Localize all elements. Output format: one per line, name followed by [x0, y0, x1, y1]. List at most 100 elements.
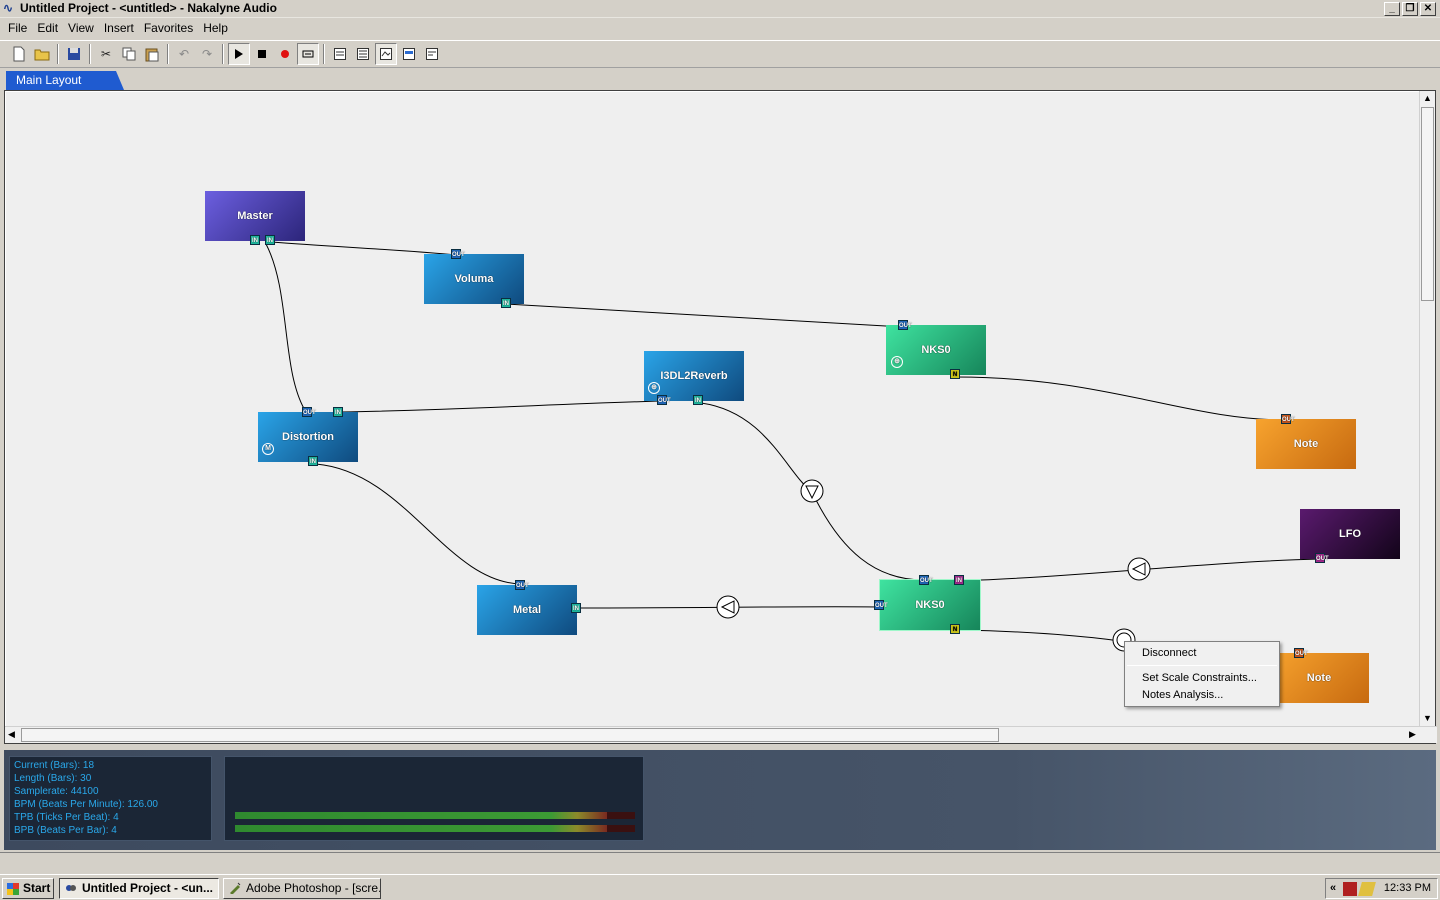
info-bpb: BPB (Beats Per Bar): 4 [14, 825, 117, 836]
view5-icon[interactable] [421, 43, 443, 65]
node-note-top[interactable]: Note OUT [1256, 414, 1356, 469]
out-port-icon[interactable]: OUT [657, 395, 671, 405]
view3-icon[interactable] [375, 43, 397, 65]
node-nks0-top[interactable]: NKS0 OUT ⊕ N [886, 320, 986, 379]
info-length: Length (Bars): 30 [14, 773, 92, 784]
record-icon[interactable] [274, 43, 296, 65]
scroll-thumb[interactable] [21, 728, 999, 742]
note-port-icon[interactable]: N [950, 369, 960, 379]
out-port-icon[interactable]: OUT [451, 249, 465, 259]
out-port-icon[interactable]: OUT [898, 320, 912, 330]
scroll-left-icon[interactable]: ◀ [8, 729, 15, 739]
out-port-icon[interactable]: OUT [874, 600, 888, 610]
wire-master-voluma[interactable] [270, 241, 457, 256]
new-file-icon[interactable] [8, 43, 30, 65]
scroll-right-icon[interactable]: ▶ [1409, 729, 1416, 739]
tab-main-layout[interactable]: Main Layout [6, 71, 124, 90]
minimize-button[interactable]: _ [1384, 2, 1400, 16]
node-voluma[interactable]: Voluma OUT IN [424, 249, 524, 308]
tray-network-icon[interactable] [1358, 882, 1376, 896]
open-folder-icon[interactable] [31, 43, 53, 65]
wire-nks0-note[interactable] [955, 376, 1287, 421]
context-menu: Disconnect Set Scale Constraints... Note… [1124, 641, 1280, 707]
in-port-icon[interactable]: IN [250, 235, 260, 245]
out-port-icon[interactable]: OUT [302, 407, 316, 417]
loop-icon[interactable] [297, 43, 319, 65]
out-port-icon[interactable]: OUT [515, 580, 529, 590]
stop-icon[interactable] [251, 43, 273, 65]
node-label: Metal [512, 604, 542, 616]
info-bpm: BPM (Beats Per Minute): 126.00 [14, 799, 158, 810]
in-port-icon[interactable]: IN [501, 298, 511, 308]
in-port-icon[interactable]: IN [333, 407, 343, 417]
wire-voluma-nks0[interactable] [505, 303, 904, 328]
app-logo-icon: ∿ [3, 1, 14, 15]
clock: 12:33 PM [1383, 882, 1431, 894]
toolbar-separator [323, 44, 325, 64]
wire-master-distortion[interactable] [265, 243, 307, 413]
wire-distortion-reverb[interactable] [340, 400, 662, 413]
cut-icon[interactable]: ✂ [100, 47, 112, 61]
close-button[interactable]: ✕ [1420, 2, 1436, 16]
node-metal[interactable]: Metal OUT IN [477, 580, 581, 635]
tray-app-icon[interactable] [1343, 882, 1357, 896]
wire-distortion-metal[interactable] [315, 463, 522, 585]
menu-edit[interactable]: Edit [37, 21, 59, 35]
taskbar-item-nakalyne[interactable]: Untitled Project - <un... [59, 878, 219, 899]
menu-item-disconnect[interactable]: Disconnect [1142, 647, 1197, 659]
tray-expand-icon[interactable]: « [1330, 882, 1337, 894]
in-port-icon[interactable]: IN [265, 235, 275, 245]
wire-handle-icon[interactable] [1127, 557, 1151, 581]
out-port-icon[interactable]: OUT [1281, 414, 1295, 424]
scroll-down-icon[interactable]: ▼ [1423, 713, 1432, 723]
taskbar: Start Untitled Project - <un... Adobe Ph… [0, 874, 1440, 900]
vertical-scrollbar[interactable]: ▲ ▼ [1419, 91, 1435, 727]
in-port-icon[interactable]: IN [308, 456, 318, 466]
in-port-icon[interactable]: IN [954, 575, 964, 585]
level-meter-fill [235, 812, 607, 819]
view2-icon[interactable] [352, 43, 374, 65]
toolbar-separator [167, 44, 169, 64]
paste-icon[interactable] [141, 43, 163, 65]
level-meter-fill [235, 825, 607, 832]
wire-nks0-note2[interactable] [960, 629, 1125, 643]
menu-favorites[interactable]: Favorites [143, 21, 194, 35]
copy-icon[interactable] [118, 43, 140, 65]
node-distortion[interactable]: Distortion OUT IN M IN [258, 407, 358, 466]
node-master[interactable]: Master IN IN [205, 191, 305, 245]
node-label: Master [237, 210, 273, 222]
redo-icon[interactable]: ↷ [201, 47, 213, 61]
undo-icon[interactable]: ↶ [178, 47, 190, 61]
note-port-icon[interactable]: N [950, 624, 960, 634]
play-icon[interactable] [228, 43, 250, 65]
node-lfo[interactable]: LFO OUT [1300, 509, 1400, 563]
out-port-icon[interactable]: OUT [1294, 648, 1308, 658]
node-nks0-bottom[interactable]: NKS0 OUT IN OUT N [874, 575, 981, 634]
wire-handle-icon[interactable] [716, 595, 740, 619]
menu-file[interactable]: File [8, 21, 28, 35]
save-icon[interactable] [63, 43, 85, 65]
layout-canvas[interactable]: Master IN IN Voluma OUT IN NKS0 OUT ⊕ N … [6, 92, 1421, 726]
view4-icon[interactable] [398, 43, 420, 65]
menu-view[interactable]: View [68, 21, 94, 35]
in-port-icon[interactable]: IN [693, 395, 703, 405]
taskbar-item-photoshop[interactable]: Adobe Photoshop - [scre... [223, 878, 381, 899]
in-port-icon[interactable]: IN [571, 603, 581, 613]
out-port-icon[interactable]: OUT [919, 575, 933, 585]
info-tpb: TPB (Ticks Per Beat): 4 [14, 812, 119, 823]
node-note-bottom[interactable]: Note OUT [1269, 648, 1369, 703]
out-port-icon[interactable]: OUT [1315, 553, 1329, 563]
node-i3dl2reverb[interactable]: I3DL2Reverb ⊕ OUT IN [644, 351, 744, 405]
view1-icon[interactable] [329, 43, 351, 65]
master-badge-icon: M [262, 443, 274, 455]
horizontal-scrollbar[interactable]: ◀ ▶ [5, 726, 1437, 743]
menu-help[interactable]: Help [203, 21, 228, 35]
restore-button[interactable]: ❐ [1402, 2, 1418, 16]
menu-insert[interactable]: Insert [103, 21, 134, 35]
menu-item-set-scale-constraints[interactable]: Set Scale Constraints... [1142, 672, 1257, 684]
menu-item-notes-analysis[interactable]: Notes Analysis... [1142, 689, 1224, 701]
scroll-thumb[interactable] [1421, 107, 1434, 301]
wire-metal-nks0[interactable] [580, 606, 880, 609]
start-button[interactable]: Start [2, 878, 54, 899]
scroll-up-icon[interactable]: ▲ [1423, 93, 1432, 103]
